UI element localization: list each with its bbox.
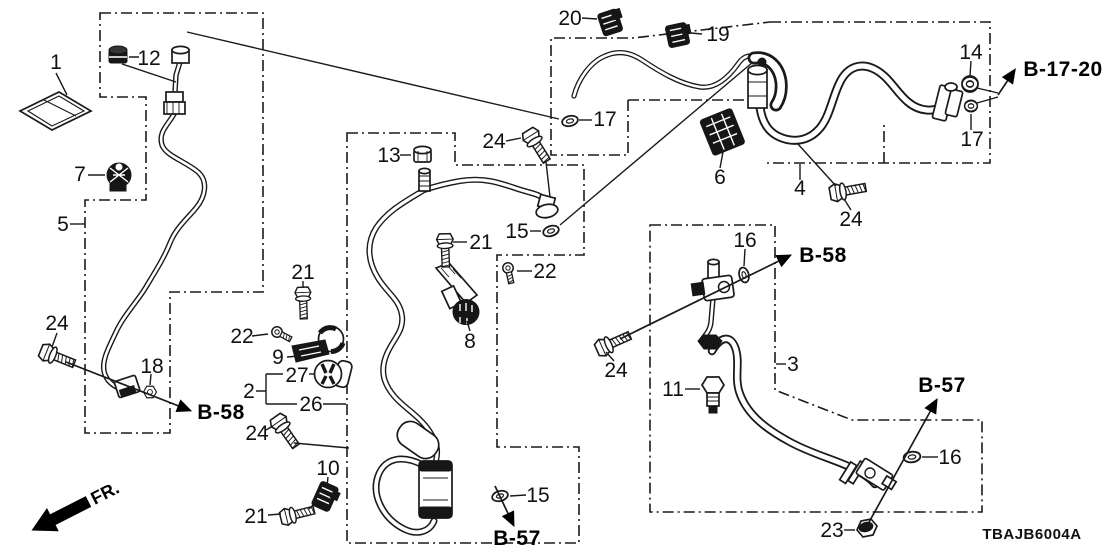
service-port-icon	[418, 167, 431, 192]
boundary-boxes	[84, 12, 991, 544]
screw-22-icon	[501, 261, 518, 285]
ref-label-B-57: B-57	[493, 527, 541, 550]
hose4-end-fitting-icon	[931, 82, 964, 122]
pipe-flange-icon	[535, 193, 559, 219]
part-label-12: 12	[137, 47, 160, 70]
valve-11-icon	[700, 376, 726, 414]
valve-icon	[106, 162, 132, 192]
bolt-24-icon	[827, 177, 868, 204]
part-label-15: 15	[526, 484, 549, 507]
reference-arrows	[65, 68, 1016, 528]
ref-label-B-57: B-57	[918, 374, 966, 397]
part-label-17: 17	[960, 128, 983, 151]
part-label-18: 18	[140, 355, 163, 378]
front-direction-arrow: FR.	[31, 478, 123, 532]
oring-14-icon	[960, 75, 980, 93]
part-label-7: 7	[74, 163, 86, 186]
bolt-24-icon	[36, 341, 79, 373]
part-label-6: 6	[714, 166, 726, 189]
part-label-24: 24	[839, 208, 863, 231]
grommet-27-icon	[313, 359, 353, 389]
part-label-21: 21	[469, 231, 492, 254]
part-label-16: 16	[733, 229, 756, 252]
part-label-21: 21	[244, 505, 267, 528]
clip-10-icon	[311, 481, 341, 512]
part-label-8: 8	[464, 330, 476, 353]
ref-label-B-17-20: B-17-20	[1023, 58, 1102, 81]
part-label-13: 13	[377, 144, 400, 167]
bolt-21-icon	[294, 286, 313, 320]
bolt-24-icon	[519, 124, 556, 167]
part-label-24: 24	[604, 359, 628, 382]
bolt-24-icon	[592, 326, 635, 360]
part-label-14: 14	[959, 41, 983, 64]
part-label-15: 15	[505, 220, 528, 243]
clamp-8-icon	[434, 261, 480, 325]
hose3-top-fitting-icon	[690, 258, 735, 350]
part-label-21: 21	[291, 261, 314, 284]
caution-plate-icon	[18, 91, 93, 131]
oring-17-icon	[560, 113, 580, 129]
part-label-3: 3	[787, 353, 799, 376]
part-label-24: 24	[482, 130, 506, 153]
fr-label: FR.	[88, 478, 123, 509]
part-label-2: 2	[243, 380, 255, 403]
receiver-drier-icon	[396, 420, 453, 519]
part-label-20: 20	[558, 7, 581, 30]
connection-diagonals	[186, 31, 754, 226]
part-label-1: 1	[50, 51, 62, 74]
leader-lines	[51, 17, 972, 531]
part-label-11: 11	[662, 378, 684, 401]
part-label-17: 17	[593, 108, 616, 131]
part-label-19: 19	[706, 23, 729, 46]
ref-label-B-58: B-58	[799, 244, 847, 267]
nut-23-icon	[856, 518, 878, 538]
part-label-10: 10	[316, 457, 339, 480]
oring-15-icon	[540, 222, 562, 240]
part-label-23: 23	[820, 519, 843, 542]
clip-19-icon	[665, 22, 692, 48]
bolt-21-icon	[435, 232, 455, 268]
part-label-22: 22	[230, 325, 253, 348]
cap-13-icon	[413, 145, 432, 163]
pipes-and-hoses	[100, 49, 949, 536]
screw-22-icon	[269, 324, 294, 345]
bolt-24-icon	[267, 410, 305, 453]
pipe-connector-icon	[163, 45, 190, 115]
part-label-16: 16	[938, 446, 961, 469]
hose3-end-fitting-icon	[838, 457, 898, 491]
cap-icon	[108, 45, 128, 64]
part-label-22: 22	[533, 260, 556, 283]
clip-20-icon	[597, 7, 623, 37]
part-label-9: 9	[272, 346, 284, 369]
bolt-21-icon	[277, 500, 317, 528]
part-label-5: 5	[57, 213, 69, 236]
oring-17-icon	[963, 99, 979, 113]
bracket-9-icon	[291, 325, 346, 363]
compressor-fitting-icon	[747, 57, 768, 109]
part-label-24: 24	[45, 312, 69, 335]
part-label-26: 26	[299, 393, 322, 416]
part-label-24: 24	[245, 422, 269, 445]
connector-6-icon	[699, 108, 745, 156]
part-label-27: 27	[285, 364, 308, 387]
diagram-code: TBAJB6004A	[982, 526, 1081, 543]
ref-label-B-58: B-58	[197, 401, 245, 424]
part-label-4: 4	[794, 177, 806, 200]
